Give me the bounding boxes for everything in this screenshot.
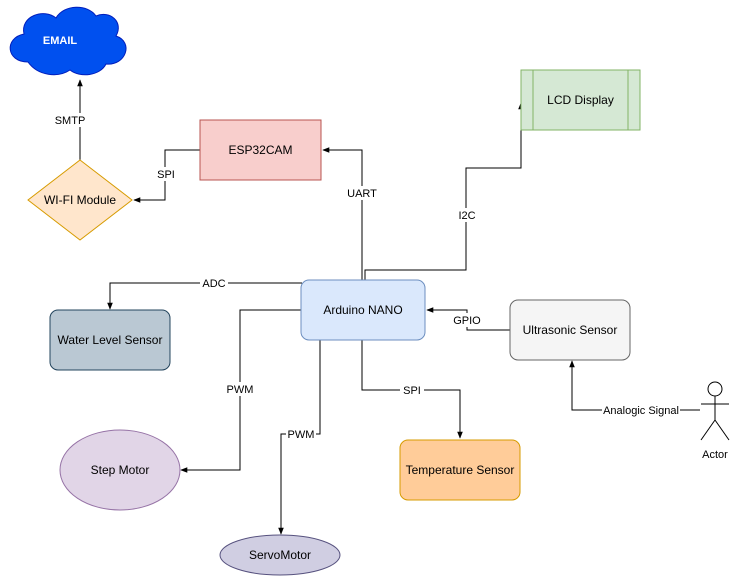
edge-label-pwm-servo: PWM: [288, 429, 315, 441]
edge-label-uart: UART: [347, 188, 377, 200]
edge-label-spi-wifi: SPI: [157, 169, 175, 181]
edge-adc: [107, 282, 302, 310]
node-label-actor: Actor: [702, 449, 728, 461]
node-arduino-nano[interactable]: Arduino NANO: [300, 279, 426, 341]
node-label-email: EMAIL: [43, 35, 78, 47]
edge-analog-signal: [569, 360, 700, 411]
node-email[interactable]: EMAIL: [9, 6, 127, 76]
node-lcd-display[interactable]: LCD Display: [520, 69, 641, 131]
node-actor[interactable]: Actor: [700, 381, 730, 461]
node-label-water: Water Level Sensor: [58, 333, 163, 347]
node-label-esp32cam: ESP32CAM: [228, 143, 292, 157]
node-label-wifi: WI-FI Module: [44, 193, 116, 207]
node-label-arduino: Arduino NANO: [323, 303, 402, 317]
node-servomotor[interactable]: ServoMotor: [219, 534, 341, 576]
node-ultrasonic-sensor[interactable]: Ultrasonic Sensor: [509, 299, 631, 361]
edge-label-analog-signal: Analogic Signal: [603, 405, 679, 417]
node-label-servo: ServoMotor: [249, 548, 311, 562]
node-temperature-sensor[interactable]: Temperature Sensor: [399, 439, 521, 501]
edge-label-adc: ADC: [202, 278, 225, 290]
edge-label-i2c: I2C: [458, 210, 475, 222]
node-label-temp: Temperature Sensor: [406, 463, 515, 477]
node-label-step: Step Motor: [91, 463, 150, 477]
edge-i2c: [364, 102, 524, 280]
edge-label-pwm-step: PWM: [227, 384, 254, 396]
node-label-ultrasonic: Ultrasonic Sensor: [523, 323, 618, 337]
edge-uart: [322, 147, 363, 280]
edge-label-smtp: SMTP: [55, 115, 86, 127]
actor-icon: [700, 381, 730, 441]
edge-label-spi-temp: SPI: [403, 385, 421, 397]
node-water-level-sensor[interactable]: Water Level Sensor: [49, 309, 171, 371]
edge-labels: SMTP SPI UART I2C ADC GPIO PWM PWM SPI A…: [53, 113, 680, 441]
node-esp32cam[interactable]: ESP32CAM: [199, 119, 322, 181]
node-label-lcd: LCD Display: [547, 93, 614, 107]
node-wifi-module[interactable]: WI-FI Module: [27, 159, 133, 241]
edge-label-gpio: GPIO: [453, 315, 481, 327]
node-step-motor[interactable]: Step Motor: [59, 429, 181, 511]
cloud-shape: [9, 6, 127, 76]
